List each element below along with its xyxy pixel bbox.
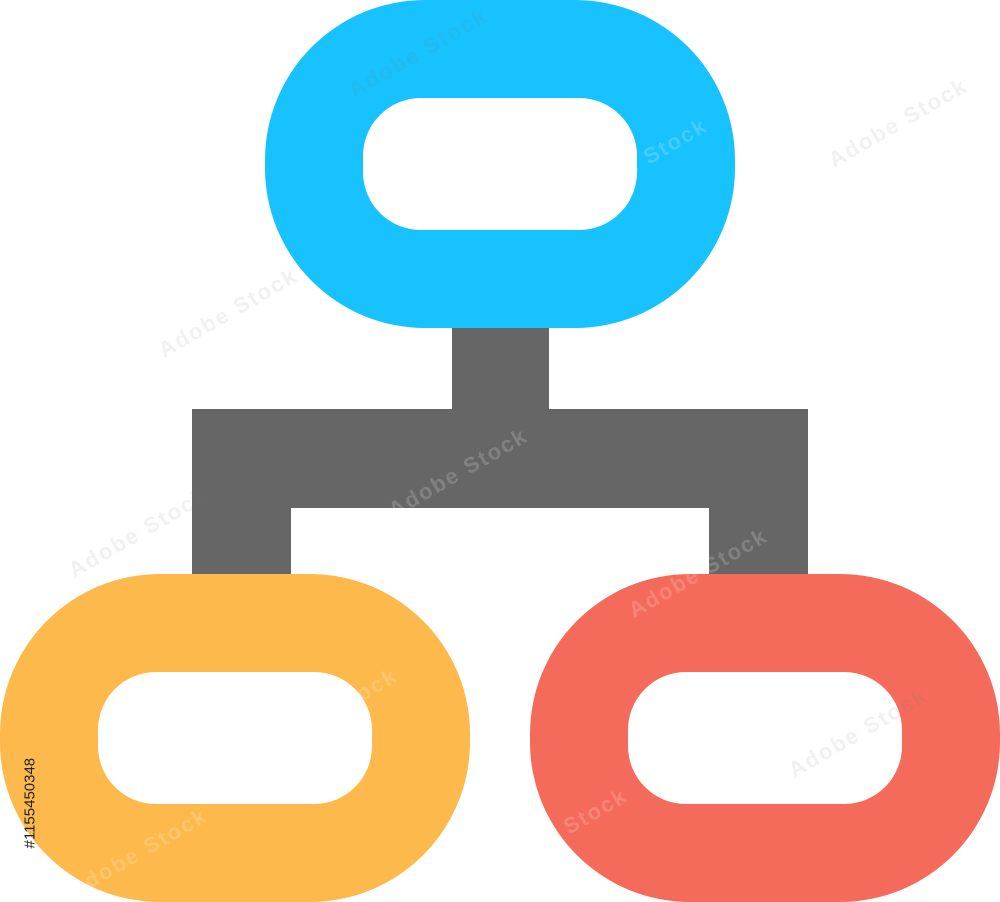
right-child-node <box>530 574 1000 902</box>
root-node-inner <box>363 98 637 230</box>
left-drop <box>192 500 291 580</box>
root-node <box>265 0 735 328</box>
root-stem <box>452 318 549 413</box>
right-child-inner <box>628 672 902 804</box>
connector-lines <box>192 318 808 580</box>
left-child-node <box>0 574 470 902</box>
right-drop <box>709 500 808 580</box>
left-child-inner <box>98 672 372 804</box>
horizontal-branch <box>192 409 808 508</box>
stock-id-label: #1155450348 <box>21 757 39 849</box>
